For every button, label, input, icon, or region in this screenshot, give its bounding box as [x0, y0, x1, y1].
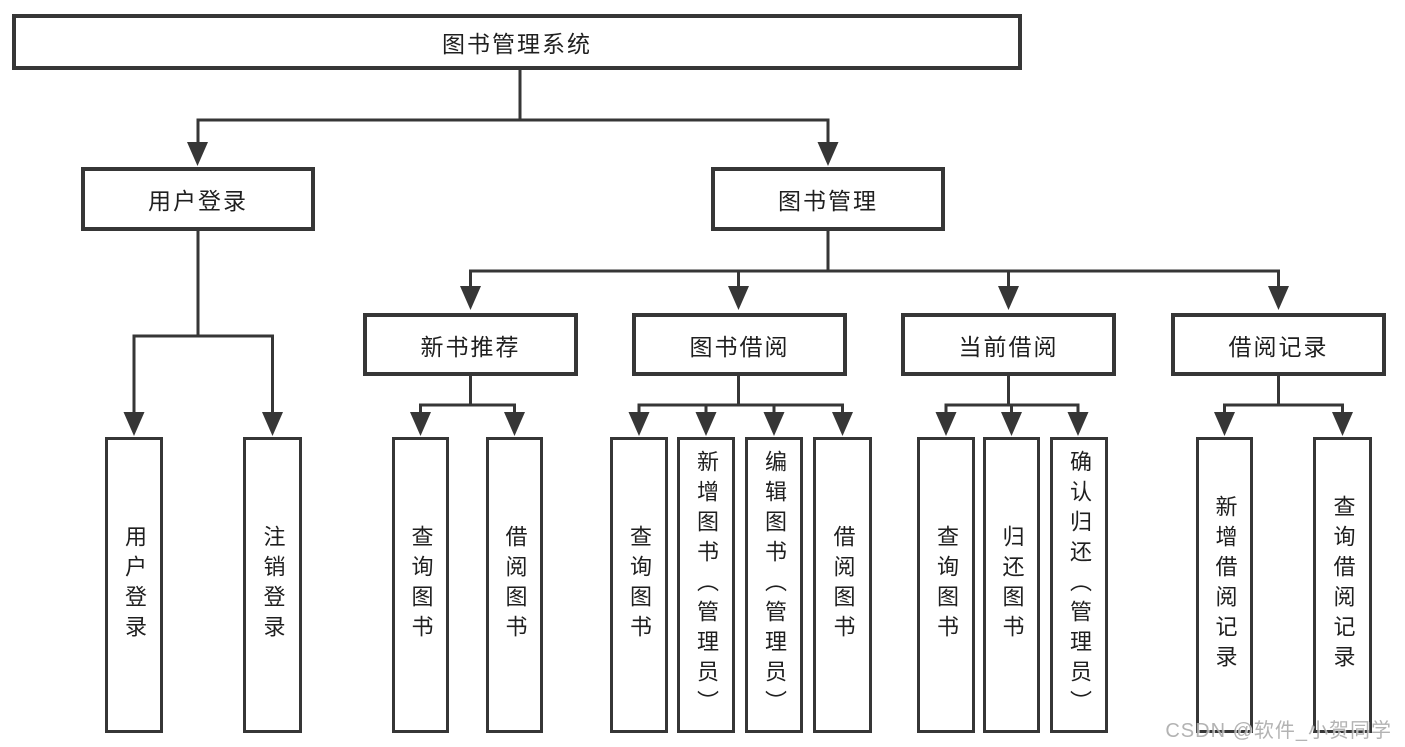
node-label: 归还图书 [999, 525, 1025, 645]
leaf-query-borrow-record: 查询借阅记录 [1313, 437, 1372, 733]
node-borrow-records: 借阅记录 [1171, 313, 1386, 376]
node-label: 新增图书（管理员） [694, 450, 719, 720]
node-label: 查询图书 [627, 525, 652, 645]
node-label: 图书管理 [778, 188, 878, 214]
leaf-add-books-admin: 新增图书（管理员） [677, 437, 735, 733]
leaf-query-books-current: 查询图书 [917, 437, 975, 733]
leaf-return-books: 归还图书 [983, 437, 1040, 733]
node-label: 注销登录 [260, 525, 286, 645]
node-book-borrow: 图书借阅 [632, 313, 847, 376]
node-root: 图书管理系统 [12, 14, 1022, 70]
leaf-query-books-recommend: 查询图书 [392, 437, 449, 733]
leaf-borrow-books: 借阅图书 [813, 437, 872, 733]
node-label: 借阅图书 [502, 525, 528, 645]
leaf-query-books-borrow: 查询图书 [610, 437, 668, 733]
node-label: 图书管理系统 [442, 31, 592, 57]
arrowheads [123, 142, 1353, 436]
node-label: 借阅记录 [1228, 333, 1329, 360]
node-user-login-group: 用户登录 [81, 167, 315, 231]
node-label: 新增借阅记录 [1212, 495, 1238, 675]
leaf-logout: 注销登录 [243, 437, 302, 733]
node-label: 确认归还（管理员） [1067, 450, 1092, 720]
node-label: 查询借阅记录 [1330, 495, 1356, 675]
node-label: 新书推荐 [420, 333, 521, 360]
leaf-borrow-books-recommend: 借阅图书 [486, 437, 543, 733]
node-label: 用户登录 [148, 188, 248, 214]
node-label: 图书借阅 [689, 333, 790, 360]
node-label: 当前借阅 [958, 333, 1059, 360]
node-new-book-recommend: 新书推荐 [363, 313, 578, 376]
node-current-borrow: 当前借阅 [901, 313, 1116, 376]
leaf-edit-books-admin: 编辑图书（管理员） [745, 437, 803, 733]
node-label: 编辑图书（管理员） [762, 450, 787, 720]
node-label: 查询图书 [408, 525, 434, 645]
watermark: CSDN @软件_小贺同学 [1165, 720, 1392, 742]
node-label: 查询图书 [934, 525, 959, 645]
leaf-user-login: 用户登录 [105, 437, 163, 733]
node-book-management: 图书管理 [711, 167, 945, 231]
node-label: 借阅图书 [830, 525, 856, 645]
leaf-add-borrow-record: 新增借阅记录 [1196, 437, 1253, 733]
leaf-confirm-return-admin: 确认归还（管理员） [1050, 437, 1108, 733]
node-label: 用户登录 [122, 525, 147, 645]
